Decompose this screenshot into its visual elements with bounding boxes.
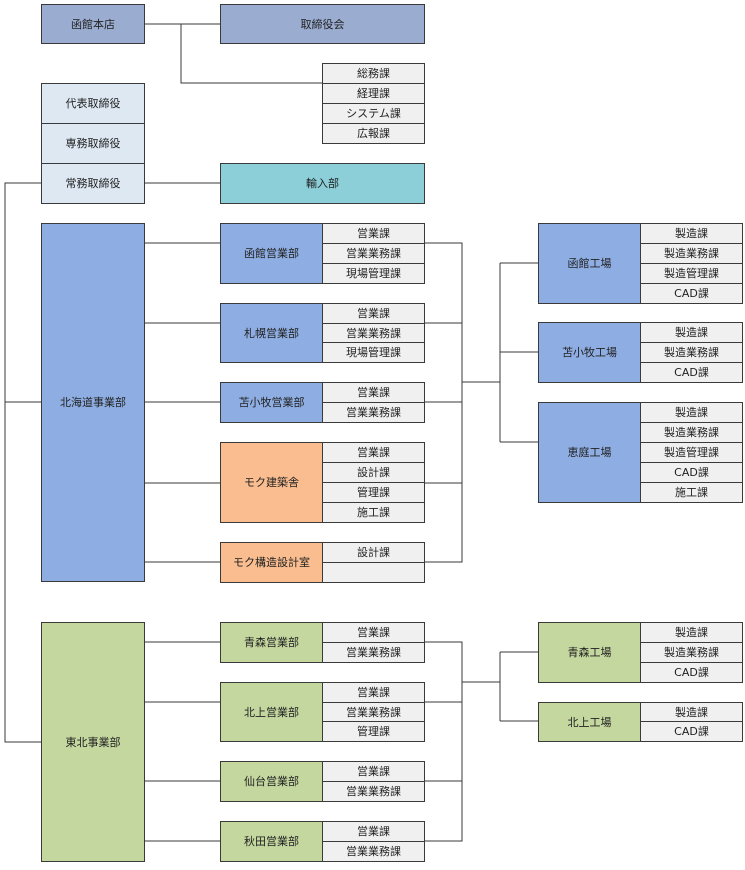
factory-box: 青森工場	[538, 622, 641, 683]
connector-hokkaido-factories	[425, 242, 538, 563]
board-section: 経理課	[322, 83, 425, 104]
factory-box: 函館工場	[538, 223, 641, 304]
factory-section: CAD課	[640, 362, 743, 383]
factory-section: 製造課	[640, 702, 743, 723]
executive-box: 専務取締役	[41, 123, 145, 164]
office-section: 営業業務課	[322, 781, 425, 802]
head-office-box: 函館本店	[41, 4, 145, 44]
office-section: 現場管理課	[322, 263, 425, 284]
factory-section: 製造業務課	[640, 342, 743, 363]
factory-box: 北上工場	[538, 702, 641, 742]
office-box: 北上営業部	[220, 682, 323, 742]
import-dept-box: 輸入部	[220, 163, 425, 204]
office-section: 現場管理課	[322, 342, 425, 363]
connector-tohoku-offices	[145, 641, 220, 842]
office-section: 営業課	[322, 223, 425, 244]
office-section: 営業課	[322, 303, 425, 324]
office-section: 営業課	[322, 821, 425, 842]
office-section: 管理課	[322, 721, 425, 742]
office-box: モク構造設計室	[220, 542, 323, 583]
executive-box: 代表取締役	[41, 83, 145, 124]
factory-section: 施工課	[640, 482, 743, 503]
board-section: 広報課	[322, 123, 425, 144]
connector-board-sections	[180, 24, 322, 84]
office-box: 函館営業部	[220, 223, 323, 284]
office-box: 苫小牧営業部	[220, 382, 323, 423]
office-section: 営業業務課	[322, 841, 425, 862]
board-section: 総務課	[322, 63, 425, 84]
factory-section: CAD課	[640, 462, 743, 483]
factory-section: CAD課	[640, 721, 743, 742]
office-section: 営業課	[322, 382, 425, 403]
factory-box: 苫小牧工場	[538, 322, 641, 383]
factory-section: 製造業務課	[640, 243, 743, 264]
factory-box: 恵庭工場	[538, 402, 641, 503]
office-section: 営業課	[322, 622, 425, 643]
factory-section: CAD課	[640, 662, 743, 683]
executive-box: 常務取締役	[41, 163, 145, 204]
board-section: システム課	[322, 103, 425, 124]
office-box: 青森営業部	[220, 622, 323, 663]
office-section: 設計課	[322, 462, 425, 483]
factory-section: 製造業務課	[640, 642, 743, 663]
office-section: 営業業務課	[322, 402, 425, 423]
connector-tohoku-factories	[425, 641, 538, 842]
connector-hokkaido-offices	[145, 242, 220, 563]
office-section: 営業業務課	[322, 243, 425, 264]
office-box: 札幌営業部	[220, 303, 323, 363]
factory-section: 製造管理課	[640, 442, 743, 463]
office-section: 設計課	[322, 542, 425, 563]
factory-section: 製造管理課	[640, 263, 743, 284]
office-section: 施工課	[322, 502, 425, 523]
factory-section: 製造課	[640, 223, 743, 244]
board-box: 取締役会	[220, 4, 425, 44]
hokkaido-division-box: 北海道事業部	[41, 223, 145, 582]
connector-exec-divisions	[4, 182, 41, 743]
factory-section: 製造業務課	[640, 422, 743, 443]
office-section: 営業課	[322, 682, 425, 703]
office-section: 営業課	[322, 442, 425, 463]
office-section: 営業課	[322, 761, 425, 782]
factory-section: 製造課	[640, 322, 743, 343]
tohoku-division-box: 東北事業部	[41, 622, 145, 862]
factory-section: 製造課	[640, 402, 743, 423]
office-box: 秋田営業部	[220, 821, 323, 862]
factory-section: CAD課	[640, 283, 743, 304]
office-section: 営業業務課	[322, 323, 425, 344]
office-section: 営業業務課	[322, 642, 425, 663]
office-box: モク建築舎	[220, 442, 323, 523]
office-box: 仙台営業部	[220, 761, 323, 802]
factory-section: 製造課	[640, 622, 743, 643]
office-section: 営業業務課	[322, 702, 425, 723]
office-section: 管理課	[322, 482, 425, 503]
office-section	[322, 562, 425, 583]
